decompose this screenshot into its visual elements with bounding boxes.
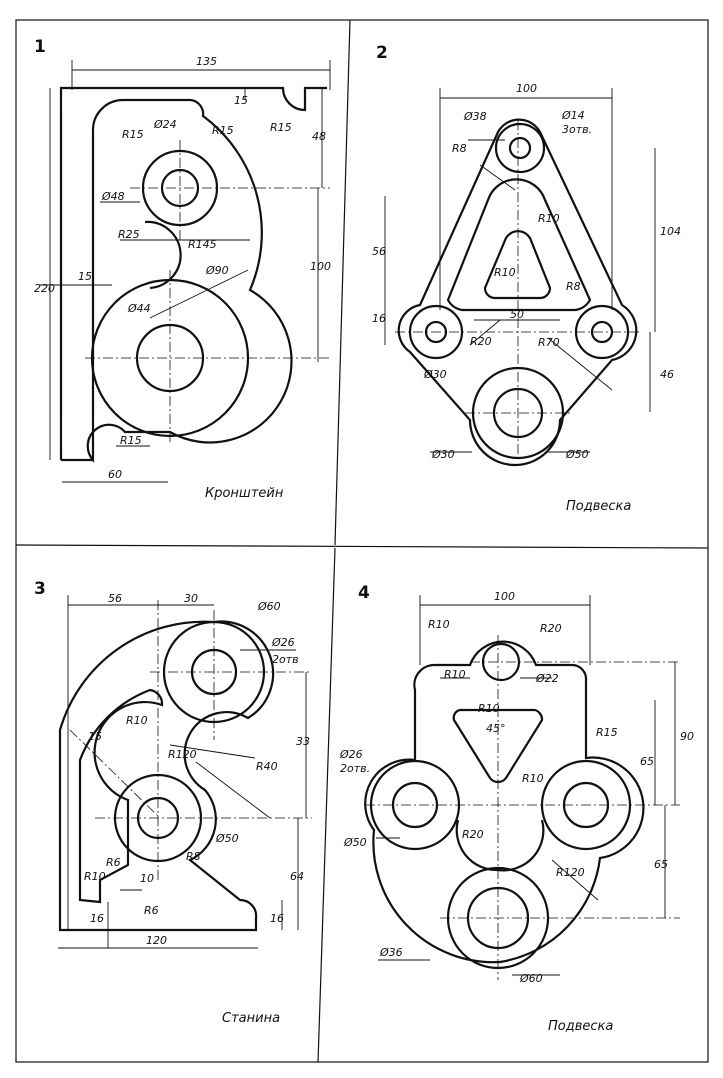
part-1-dim-2: 15 [234, 94, 248, 107]
part-4-dim-8: R15 [596, 726, 618, 739]
part-4-dim-19: Ø60 [519, 972, 543, 985]
part-3-number: 3 [34, 579, 46, 599]
part-3-dim-15: R8 [186, 850, 201, 863]
part-3-caption: Станина [222, 1011, 280, 1026]
part-3-dim-3: Ø60 [257, 600, 281, 613]
part-1-dim-6: Ø24 [153, 118, 177, 131]
part-4-dim-3: R20 [540, 622, 562, 635]
part-2-dim-1: 100 [516, 82, 537, 95]
part-1-dim-14: Ø90 [205, 264, 229, 277]
part-4-dim-16: R120 [556, 866, 585, 879]
part-1-dim-3: R15 [270, 121, 292, 134]
part-3-dim-17: R6 [144, 904, 159, 917]
part-1-number: 1 [34, 37, 46, 57]
part-4-dim-5: Ø22 [535, 672, 559, 685]
part-2-dim-7: R10 [538, 212, 560, 225]
panel-frames [15, 19, 709, 1063]
part-1-caption: Кронштейн [205, 486, 284, 501]
part-2-dim-10: R8 [566, 280, 581, 293]
part-3-dim-4: Ø26 [271, 636, 295, 649]
part-4-dim-4: R10 [444, 668, 466, 681]
part-2-dim-6: 104 [660, 225, 681, 238]
part-2-dim-3: Ø14 [561, 109, 585, 122]
part-1-bracket: 1 135 15 R15 48 R15 Ø24 R15 [34, 37, 331, 501]
part-2-dim-16: Ø30 [423, 368, 447, 381]
part-2-dim-18: Ø50 [565, 448, 589, 461]
part-3-dim-12: R10 [84, 870, 106, 883]
part-3-dim-10: 33 [296, 735, 310, 748]
part-4-dim-14: R20 [462, 828, 484, 841]
part-3-dim-18: 16 [90, 912, 104, 925]
part-3-dim-13: R6 [106, 856, 121, 869]
part-1-dim-16: R15 [120, 434, 142, 447]
part-4-dim-18: Ø36 [379, 946, 403, 959]
part-2-dim-2: Ø38 [463, 110, 487, 123]
part-1-dim-13: 100 [310, 260, 331, 273]
part-4-dim-1: 100 [494, 590, 515, 603]
part-1-dim-15: Ø44 [127, 302, 151, 315]
part-2-dim-12: 50 [510, 308, 524, 321]
part-1-dim-12: 15 [78, 270, 92, 283]
part-1-dim-11: 220 [34, 282, 55, 295]
part-1-dim-1: 135 [196, 55, 217, 68]
part-4-dim-2: R10 [428, 618, 450, 631]
part-1-dim-7: R15 [212, 124, 234, 137]
part-1-dim-10: R145 [188, 238, 217, 251]
part-3-dim-5: 2отв [272, 653, 299, 666]
part-3-dim-7: 15 [88, 730, 102, 743]
part-3-dim-19: 16 [270, 912, 284, 925]
part-4-dim-9: 90 [680, 730, 694, 743]
part-4-number: 4 [358, 583, 370, 603]
part-2-dim-5: R8 [452, 142, 467, 155]
part-2-dim-9: R10 [494, 266, 516, 279]
part-2-suspension: 2 100 Ø38 Ø14 3отв. [372, 43, 681, 514]
part-3-dim-16: 64 [290, 870, 304, 883]
part-4-dim-11: Ø26 [339, 748, 363, 761]
part-3-dim-1: 56 [108, 592, 122, 605]
part-4-dim-12: 2отв. [340, 762, 370, 775]
part-2-caption: Подвеска [566, 499, 631, 514]
part-4-dim-10: 65 [640, 755, 654, 768]
part-2-dim-17: Ø30 [431, 448, 455, 461]
part-2-dim-13: R20 [470, 335, 492, 348]
part-2-dim-14: R70 [538, 336, 560, 349]
part-1-dim-9: R25 [118, 228, 140, 241]
part-3-dim-6: R10 [126, 714, 148, 727]
part-2-dim-8: 56 [372, 245, 386, 258]
part-2-dim-4: 3отв. [562, 123, 592, 136]
part-2-number: 2 [376, 43, 388, 63]
part-3-dim-20: 120 [146, 934, 167, 947]
part-4-suspension: 4 100 R10 R20 R10 Ø22 R10 [339, 583, 694, 1034]
part-2-dim-15: 46 [660, 368, 674, 381]
part-3-dim-9: R40 [256, 760, 278, 773]
part-4-caption: Подвеска [548, 1019, 613, 1034]
part-4-dim-7: 45° [486, 722, 506, 735]
part-3-dim-8: R120 [168, 748, 197, 761]
part-1-dim-8: Ø48 [101, 190, 125, 203]
part-4-dim-15: Ø50 [343, 836, 367, 849]
part-1-dim-5: R15 [122, 128, 144, 141]
part-3-dim-2: 30 [184, 592, 198, 605]
part-4-dim-6: R10 [478, 702, 500, 715]
part-4-dim-17: 65 [654, 858, 668, 871]
part-3-frame: 3 56 30 Ø60 Ø26 2отв R10 15 R120 R [34, 579, 312, 1026]
part-4-dim-13: R10 [522, 772, 544, 785]
part-1-dim-17: 60 [108, 468, 122, 481]
part-1-dim-4: 48 [312, 130, 326, 143]
part-3-dim-11: Ø50 [215, 832, 239, 845]
part-3-dim-14: 10 [140, 872, 154, 885]
part-2-dim-11: 16 [372, 312, 386, 325]
